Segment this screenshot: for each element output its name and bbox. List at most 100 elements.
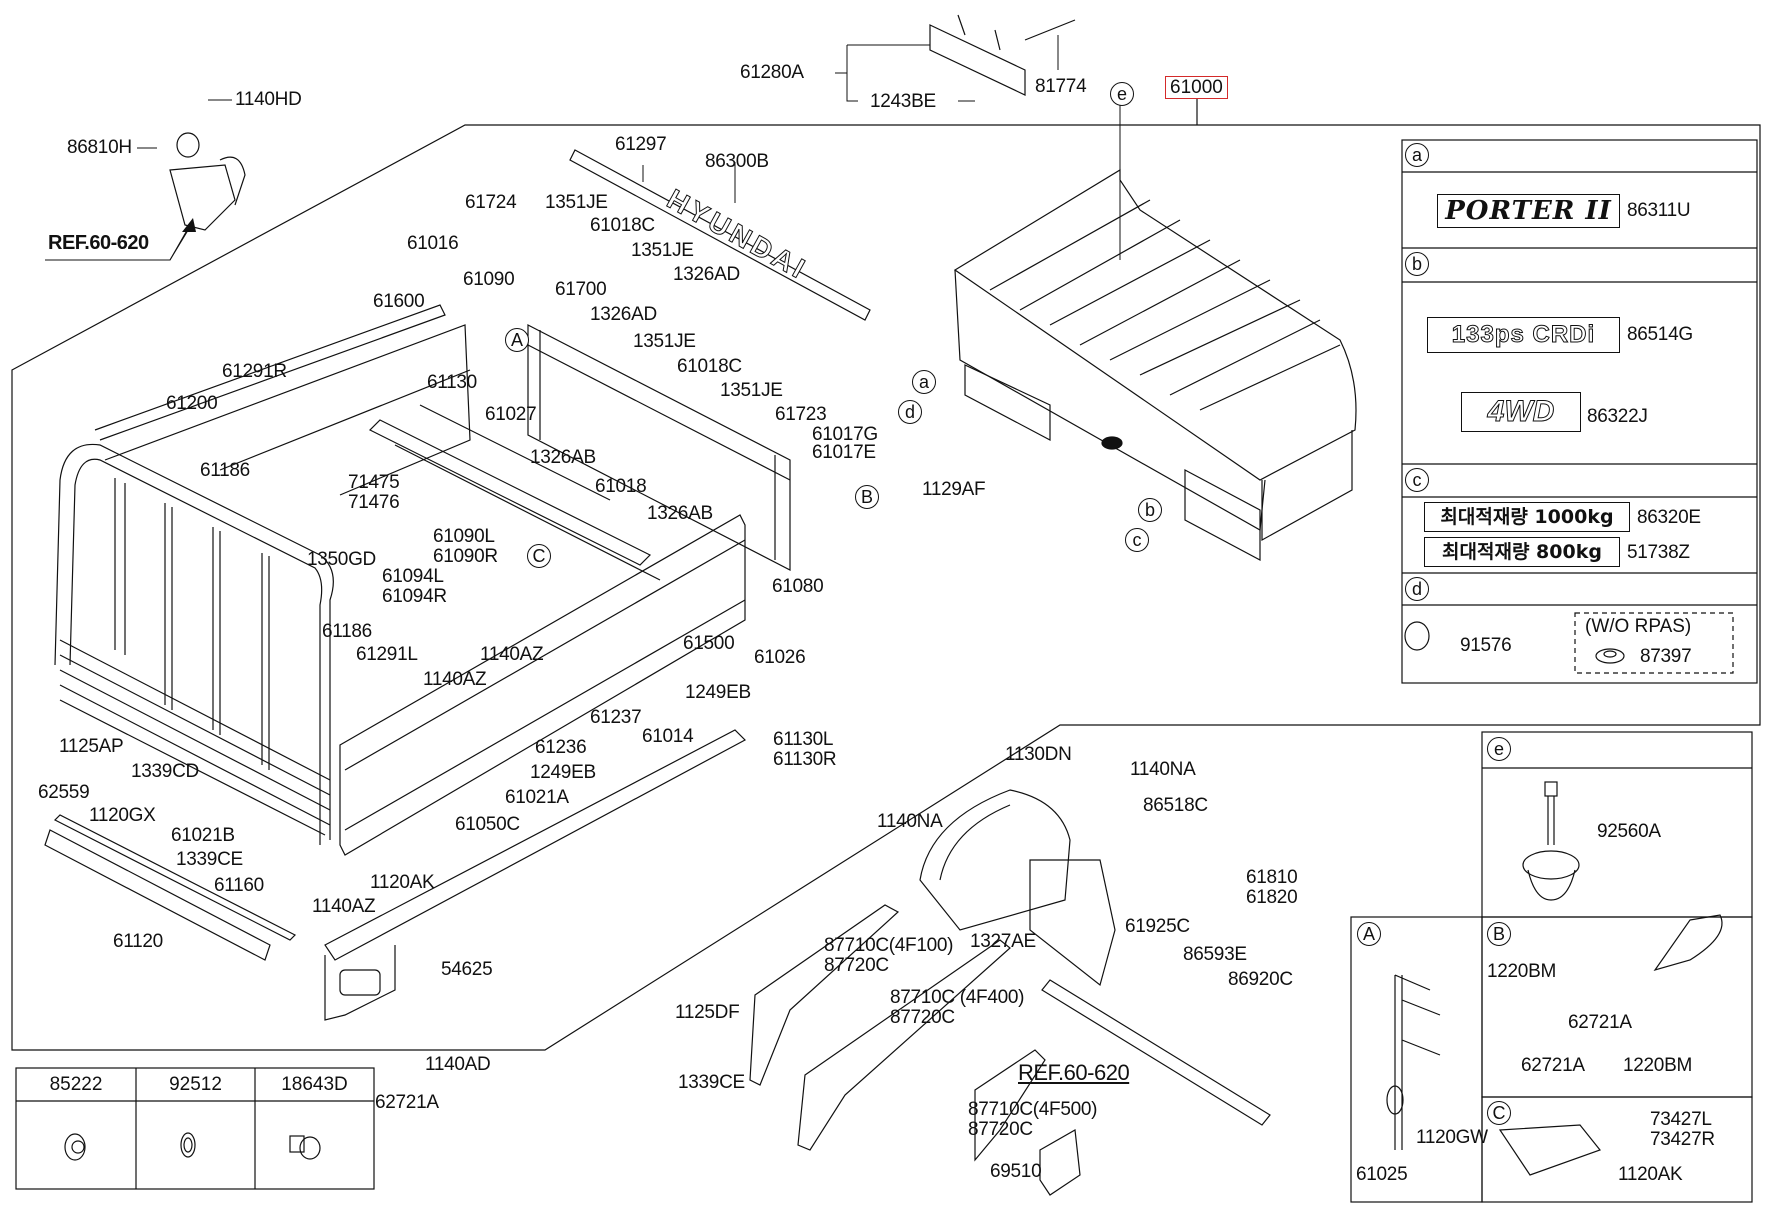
part-label[interactable]: 61120 [113,931,163,952]
part-label[interactable]: 1249EB [530,762,596,783]
callout-d[interactable]: d [898,400,922,424]
callout-c[interactable]: c [1125,528,1149,552]
part-label[interactable]: 73427L [1650,1109,1712,1130]
part-label[interactable]: 86593E [1183,944,1247,965]
part-label[interactable]: 91576 [1460,635,1512,656]
part-label[interactable]: 61017E [812,442,876,463]
part-label[interactable]: 61018C [677,356,742,377]
part-label[interactable]: 1327AE [970,931,1036,952]
part-label[interactable]: 61021B [171,825,235,846]
part-label[interactable]: 71475 [348,472,400,493]
part-label[interactable]: 61280A [740,62,804,83]
part-label[interactable]: 86320E [1637,507,1701,528]
part-label[interactable]: 54625 [441,959,493,980]
part-label[interactable]: 62559 [38,782,90,803]
callout-a[interactable]: a [912,370,936,394]
part-label[interactable]: 1326AB [530,447,596,468]
part-label[interactable]: 1120AK [1618,1164,1683,1185]
part-label[interactable]: 87720C [968,1119,1033,1140]
part-label[interactable]: 61090 [463,269,515,290]
part-label[interactable]: 61820 [1246,887,1298,908]
part-label[interactable]: 61018 [595,476,647,497]
part-label[interactable]: 61291R [222,361,287,382]
part-label[interactable]: 1220BM [1487,961,1556,982]
part-label[interactable]: 62721A [375,1092,439,1113]
part-label[interactable]: 1120AK [370,872,435,893]
part-label[interactable]: 61080 [772,576,824,597]
part-label[interactable]: 1350GD [307,549,376,570]
ref-link-bottom[interactable]: REF.60-620 [1018,1060,1130,1085]
part-label[interactable]: 61600 [373,291,425,312]
part-label[interactable]: 87397 [1640,646,1692,667]
part-label[interactable]: 86514G [1627,324,1693,345]
callout-C[interactable]: C [527,544,551,568]
part-label[interactable]: 87710C(4F100) [824,935,954,956]
part-label[interactable]: 61090L [433,526,495,547]
part-label[interactable]: 61186 [322,621,372,642]
part-label[interactable]: 1339CE [678,1072,745,1093]
part-label[interactable]: 86322J [1587,406,1648,427]
part-label[interactable]: 61130R [773,749,837,770]
part-label[interactable]: 1140HD [235,89,302,110]
callout-A[interactable]: A [505,328,529,352]
part-label[interactable]: 61236 [535,737,587,758]
part-label[interactable]: 61017G [812,424,878,445]
part-label[interactable]: 61021A [505,787,569,808]
part-label[interactable]: 86300B [705,151,769,172]
part-label[interactable]: 1140NA [877,811,943,832]
part-label[interactable]: 73427R [1650,1129,1715,1150]
part-label[interactable]: 61160 [214,875,264,896]
part-label[interactable]: 61094R [382,586,447,607]
part-label[interactable]: 61130L [773,729,834,750]
part-label[interactable]: 1351JE [720,380,783,401]
part-label[interactable]: 86518C [1143,795,1208,816]
callout-b[interactable]: b [1138,498,1162,522]
part-label[interactable]: 1140NA [1130,759,1196,780]
part-label[interactable]: 81774 [1035,76,1087,97]
part-label[interactable]: 1351JE [633,331,696,352]
part-label[interactable]: 61094L [382,566,444,587]
part-label[interactable]: 61297 [615,134,667,155]
part-label[interactable]: 61050C [455,814,520,835]
part-label[interactable]: 61724 [465,192,517,213]
part-label[interactable]: 61130 [427,372,477,393]
part-label[interactable]: 61810 [1246,867,1298,888]
callout-B[interactable]: B [855,485,879,509]
part-label[interactable]: 1140AZ [480,644,544,665]
part-label[interactable]: 61200 [166,393,218,414]
part-label[interactable]: 1339CD [131,761,199,782]
part-label[interactable]: 1125AP [59,736,124,757]
part-label[interactable]: 61291L [356,644,418,665]
part-label[interactable]: 62721A [1568,1012,1632,1033]
part-label[interactable]: 61186 [200,460,250,481]
part-label[interactable]: 61090R [433,546,498,567]
part-label[interactable]: 1326AB [647,503,713,524]
part-label[interactable]: 1120GW [1416,1127,1488,1148]
part-label[interactable]: 61026 [754,647,806,668]
part-label[interactable]: 1125DF [675,1002,740,1023]
part-label[interactable]: 62721A [1521,1055,1585,1076]
part-label[interactable]: 87720C [890,1007,955,1028]
part-label[interactable]: 61018C [590,215,655,236]
part-label[interactable]: 1129AF [922,479,986,500]
part-label[interactable]: 86920C [1228,969,1293,990]
part-label[interactable]: 86311U [1627,200,1691,221]
part-label[interactable]: 1339CE [176,849,243,870]
part-label[interactable]: 61016 [407,233,459,254]
part-label[interactable]: 61700 [555,279,607,300]
part-label[interactable]: 1326AD [590,304,657,325]
part-label[interactable]: 1140AZ [312,896,376,917]
part-label[interactable]: 1120GX [89,805,156,826]
part-label[interactable]: 1351JE [545,192,608,213]
part-label[interactable]: 61925C [1125,916,1190,937]
part-label[interactable]: 87710C (4F400) [890,987,1025,1008]
part-label[interactable]: 61237 [590,707,642,728]
part-label[interactable]: 1140AZ [423,669,487,690]
part-label[interactable]: 86810H [67,137,132,158]
part-label[interactable]: 87710C(4F500) [968,1099,1098,1120]
part-label[interactable]: 1130DN [1005,744,1072,765]
part-label[interactable]: 92560A [1597,821,1661,842]
part-label[interactable]: 1243BE [870,91,936,112]
part-label[interactable]: 61014 [642,726,694,747]
part-label[interactable]: 69510 [990,1161,1042,1182]
